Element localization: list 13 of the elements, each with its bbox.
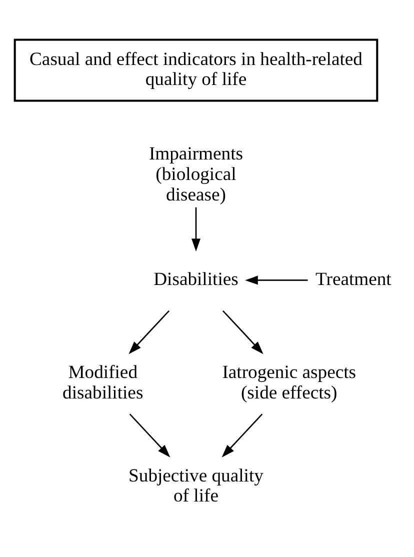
arrow	[222, 310, 264, 354]
arrow	[129, 414, 170, 458]
arrow	[128, 310, 170, 354]
arrow	[191, 207, 200, 252]
arrow	[222, 414, 263, 458]
node-text: Impairments (biological disease)	[148, 144, 244, 206]
node-text: Iatrogenic aspects (side effects)	[222, 362, 356, 404]
node-text: Treatment	[316, 268, 392, 290]
node-text: Disabilities	[154, 268, 238, 290]
node-text: Subjective quality of life	[128, 465, 264, 507]
arrow	[244, 276, 308, 285]
node-box: Casual and effect indicators in health-related quality of life	[14, 38, 378, 102]
node-text: Modified disabilities	[62, 362, 144, 404]
